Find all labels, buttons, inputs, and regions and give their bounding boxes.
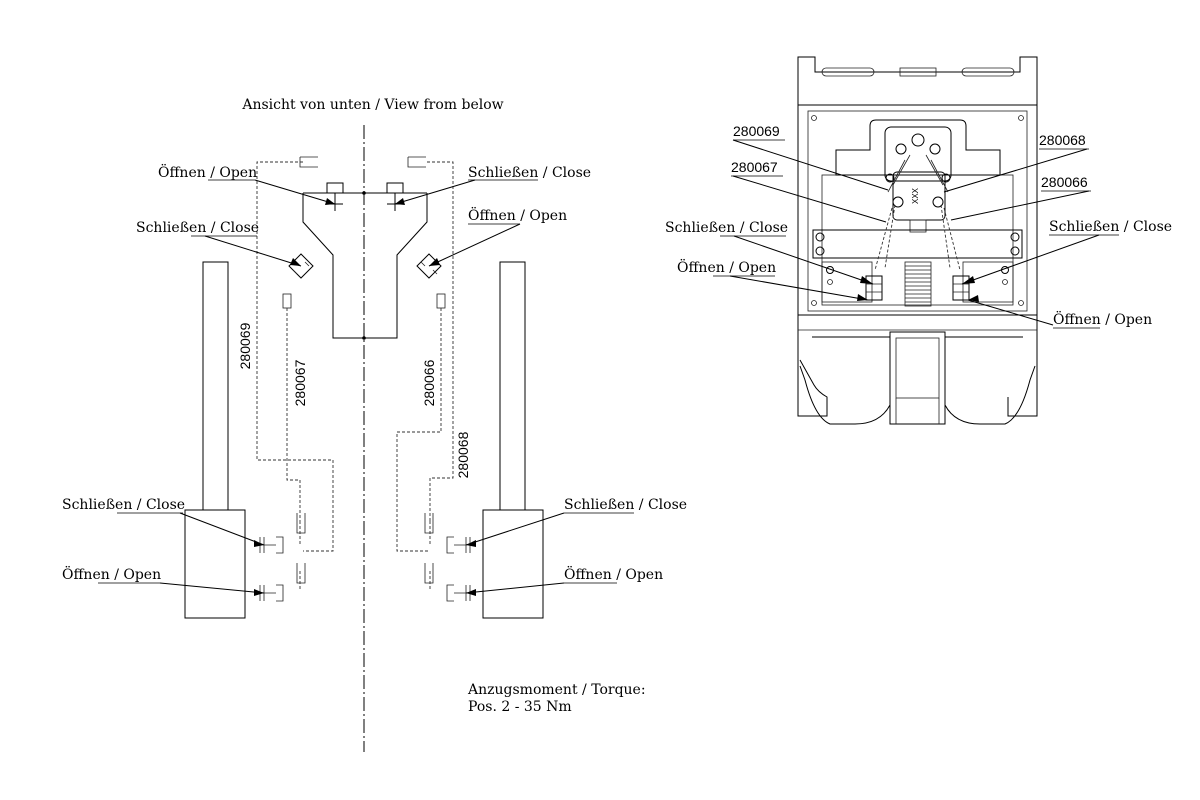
label-open-top-left: Öffnen / Open bbox=[158, 163, 257, 181]
part-number-280067: 280067 bbox=[292, 359, 308, 406]
pipe-280066 bbox=[396, 308, 442, 552]
part-number-280069: 280069 bbox=[237, 322, 253, 369]
left-cylinder bbox=[184, 261, 246, 619]
pipe-280067 bbox=[286, 308, 301, 521]
label-close-mid-left: Schließen / Close bbox=[136, 220, 259, 236]
view-title: Ansicht von unten / View from below bbox=[241, 97, 503, 113]
machine-drawing: XXX bbox=[797, 56, 1038, 425]
label-open-right-right: Öffnen / Open bbox=[1053, 310, 1152, 328]
part-number-280069-right: 280069 bbox=[733, 123, 780, 139]
part-number-280068-right: 280068 bbox=[1039, 132, 1086, 148]
right-cylinder bbox=[482, 261, 544, 619]
label-open-bottom-right: Öffnen / Open bbox=[564, 565, 663, 583]
part-number-280066-right: 280066 bbox=[1041, 174, 1088, 190]
leaders-left bbox=[159, 179, 565, 594]
pipe-280068 bbox=[427, 161, 454, 521]
pipe-280069 bbox=[256, 161, 334, 552]
label-close-right-left: Schließen / Close bbox=[665, 220, 788, 236]
part-number-280067-right: 280067 bbox=[731, 159, 778, 175]
part-number-280066: 280066 bbox=[421, 359, 437, 406]
marking-xxx: XXX bbox=[911, 187, 920, 204]
label-close-bottom-left: Schließen / Close bbox=[62, 497, 185, 513]
leaders-right bbox=[729, 139, 1100, 326]
torque-title: Anzugsmoment / Torque: bbox=[467, 682, 646, 698]
top-fittings bbox=[299, 156, 426, 211]
cylinder-ports bbox=[259, 536, 471, 602]
label-close-bottom-right: Schließen / Close bbox=[564, 497, 687, 513]
label-open-right-left: Öffnen / Open bbox=[677, 258, 776, 276]
label-open-mid-right: Öffnen / Open bbox=[468, 206, 567, 224]
label-close-right-right: Schließen / Close bbox=[1049, 219, 1172, 235]
label-open-bottom-left: Öffnen / Open bbox=[62, 565, 161, 583]
torque-value: Pos. 2 - 35 Nm bbox=[468, 699, 572, 715]
label-close-top-right: Schließen / Close bbox=[468, 165, 591, 181]
manifold bbox=[302, 191, 428, 340]
part-number-280068: 280068 bbox=[455, 431, 471, 478]
